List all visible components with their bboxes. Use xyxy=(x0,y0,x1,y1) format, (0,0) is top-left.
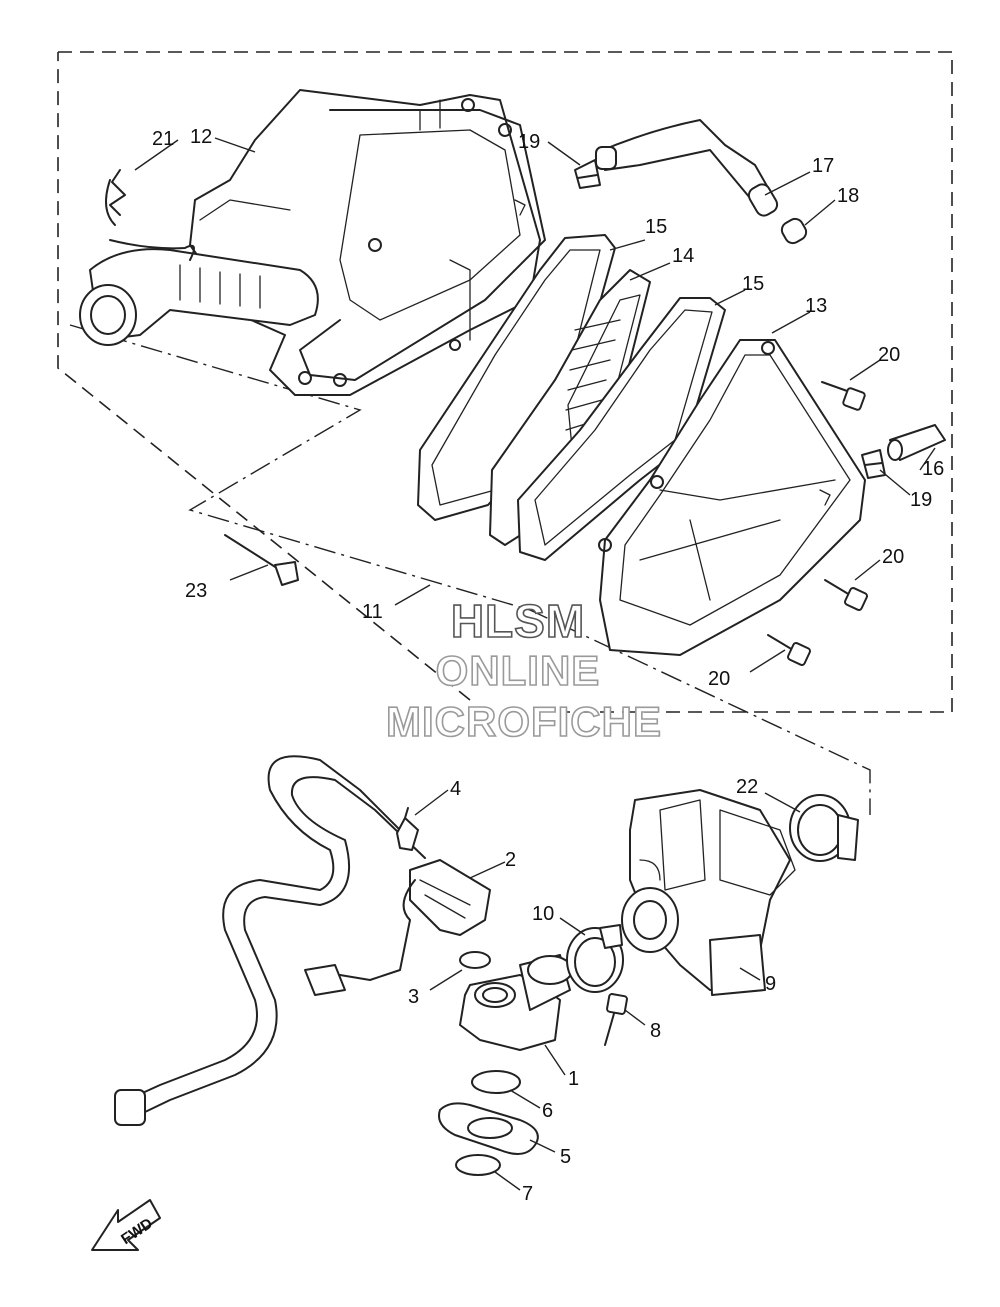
o-ring-7 xyxy=(455,1154,501,1176)
watermark-line-1: HLSM xyxy=(451,595,585,647)
o-ring-3 xyxy=(459,951,491,969)
screw-8 xyxy=(604,993,628,1046)
clip-21 xyxy=(105,169,126,226)
part-label-4: 4 xyxy=(450,778,461,800)
filter-gasket-15-rear xyxy=(517,297,726,561)
part-label-3: 3 xyxy=(408,986,419,1008)
part-label-19a: 19 xyxy=(518,131,540,153)
bolt-23 xyxy=(224,534,299,586)
part-label-20a: 20 xyxy=(878,344,900,366)
part-label-15a: 15 xyxy=(645,216,667,238)
plug-18 xyxy=(780,217,808,245)
part-label-5: 5 xyxy=(560,1146,571,1168)
throttle-body xyxy=(621,789,796,996)
leader-lines xyxy=(134,137,936,1191)
part-label-23: 23 xyxy=(185,580,207,602)
throttle-body-joint xyxy=(459,954,573,1051)
part-label-20c: 20 xyxy=(708,668,730,690)
part-label-19b: 19 xyxy=(910,489,932,511)
part-label-12: 12 xyxy=(190,126,212,148)
part-label-18: 18 xyxy=(837,185,859,207)
screw-20-lower xyxy=(767,634,811,666)
fuel-injector xyxy=(304,859,491,996)
part-label-9: 9 xyxy=(765,973,776,995)
part-label-20b: 20 xyxy=(882,546,904,568)
air-cleaner-cover xyxy=(598,339,866,656)
part-label-6: 6 xyxy=(542,1100,553,1122)
screw-20-upper xyxy=(821,381,866,411)
watermark-line-2: ONLINE xyxy=(436,647,601,694)
part-label-8: 8 xyxy=(650,1020,661,1042)
hose-clamp-22 xyxy=(789,794,859,862)
part-label-17: 17 xyxy=(812,155,834,177)
part-label-2: 2 xyxy=(505,849,516,871)
hose-16 xyxy=(887,424,946,461)
assembly-boundary-dashed xyxy=(57,51,953,713)
screw-20-middle xyxy=(824,579,868,611)
filter-gasket-15-front xyxy=(417,234,616,521)
part-label-14: 14 xyxy=(672,245,694,267)
sensor-4 xyxy=(396,807,419,851)
part-label-13: 13 xyxy=(805,295,827,317)
part-label-7: 7 xyxy=(522,1183,533,1205)
hose-clamp-10 xyxy=(566,924,624,993)
part-label-10: 10 xyxy=(532,903,554,925)
part-label-22: 22 xyxy=(736,776,758,798)
vent-hose-long xyxy=(114,755,426,1126)
fwd-direction-arrow: FWD xyxy=(91,1199,161,1251)
part-label-21: 21 xyxy=(152,128,174,150)
insulator-5 xyxy=(438,1102,539,1155)
clamp-19-lower xyxy=(861,449,886,479)
part-label-11: 11 xyxy=(362,601,383,623)
part-label-15b: 15 xyxy=(742,273,764,295)
clamp-19-upper xyxy=(574,159,601,189)
part-label-1: 1 xyxy=(568,1068,579,1090)
breather-hose-upper xyxy=(595,119,776,211)
watermark-line-3: MICROFICHE xyxy=(386,698,662,745)
part-label-16: 16 xyxy=(922,458,944,480)
o-ring-6 xyxy=(471,1070,521,1094)
intake-duct xyxy=(79,239,319,346)
